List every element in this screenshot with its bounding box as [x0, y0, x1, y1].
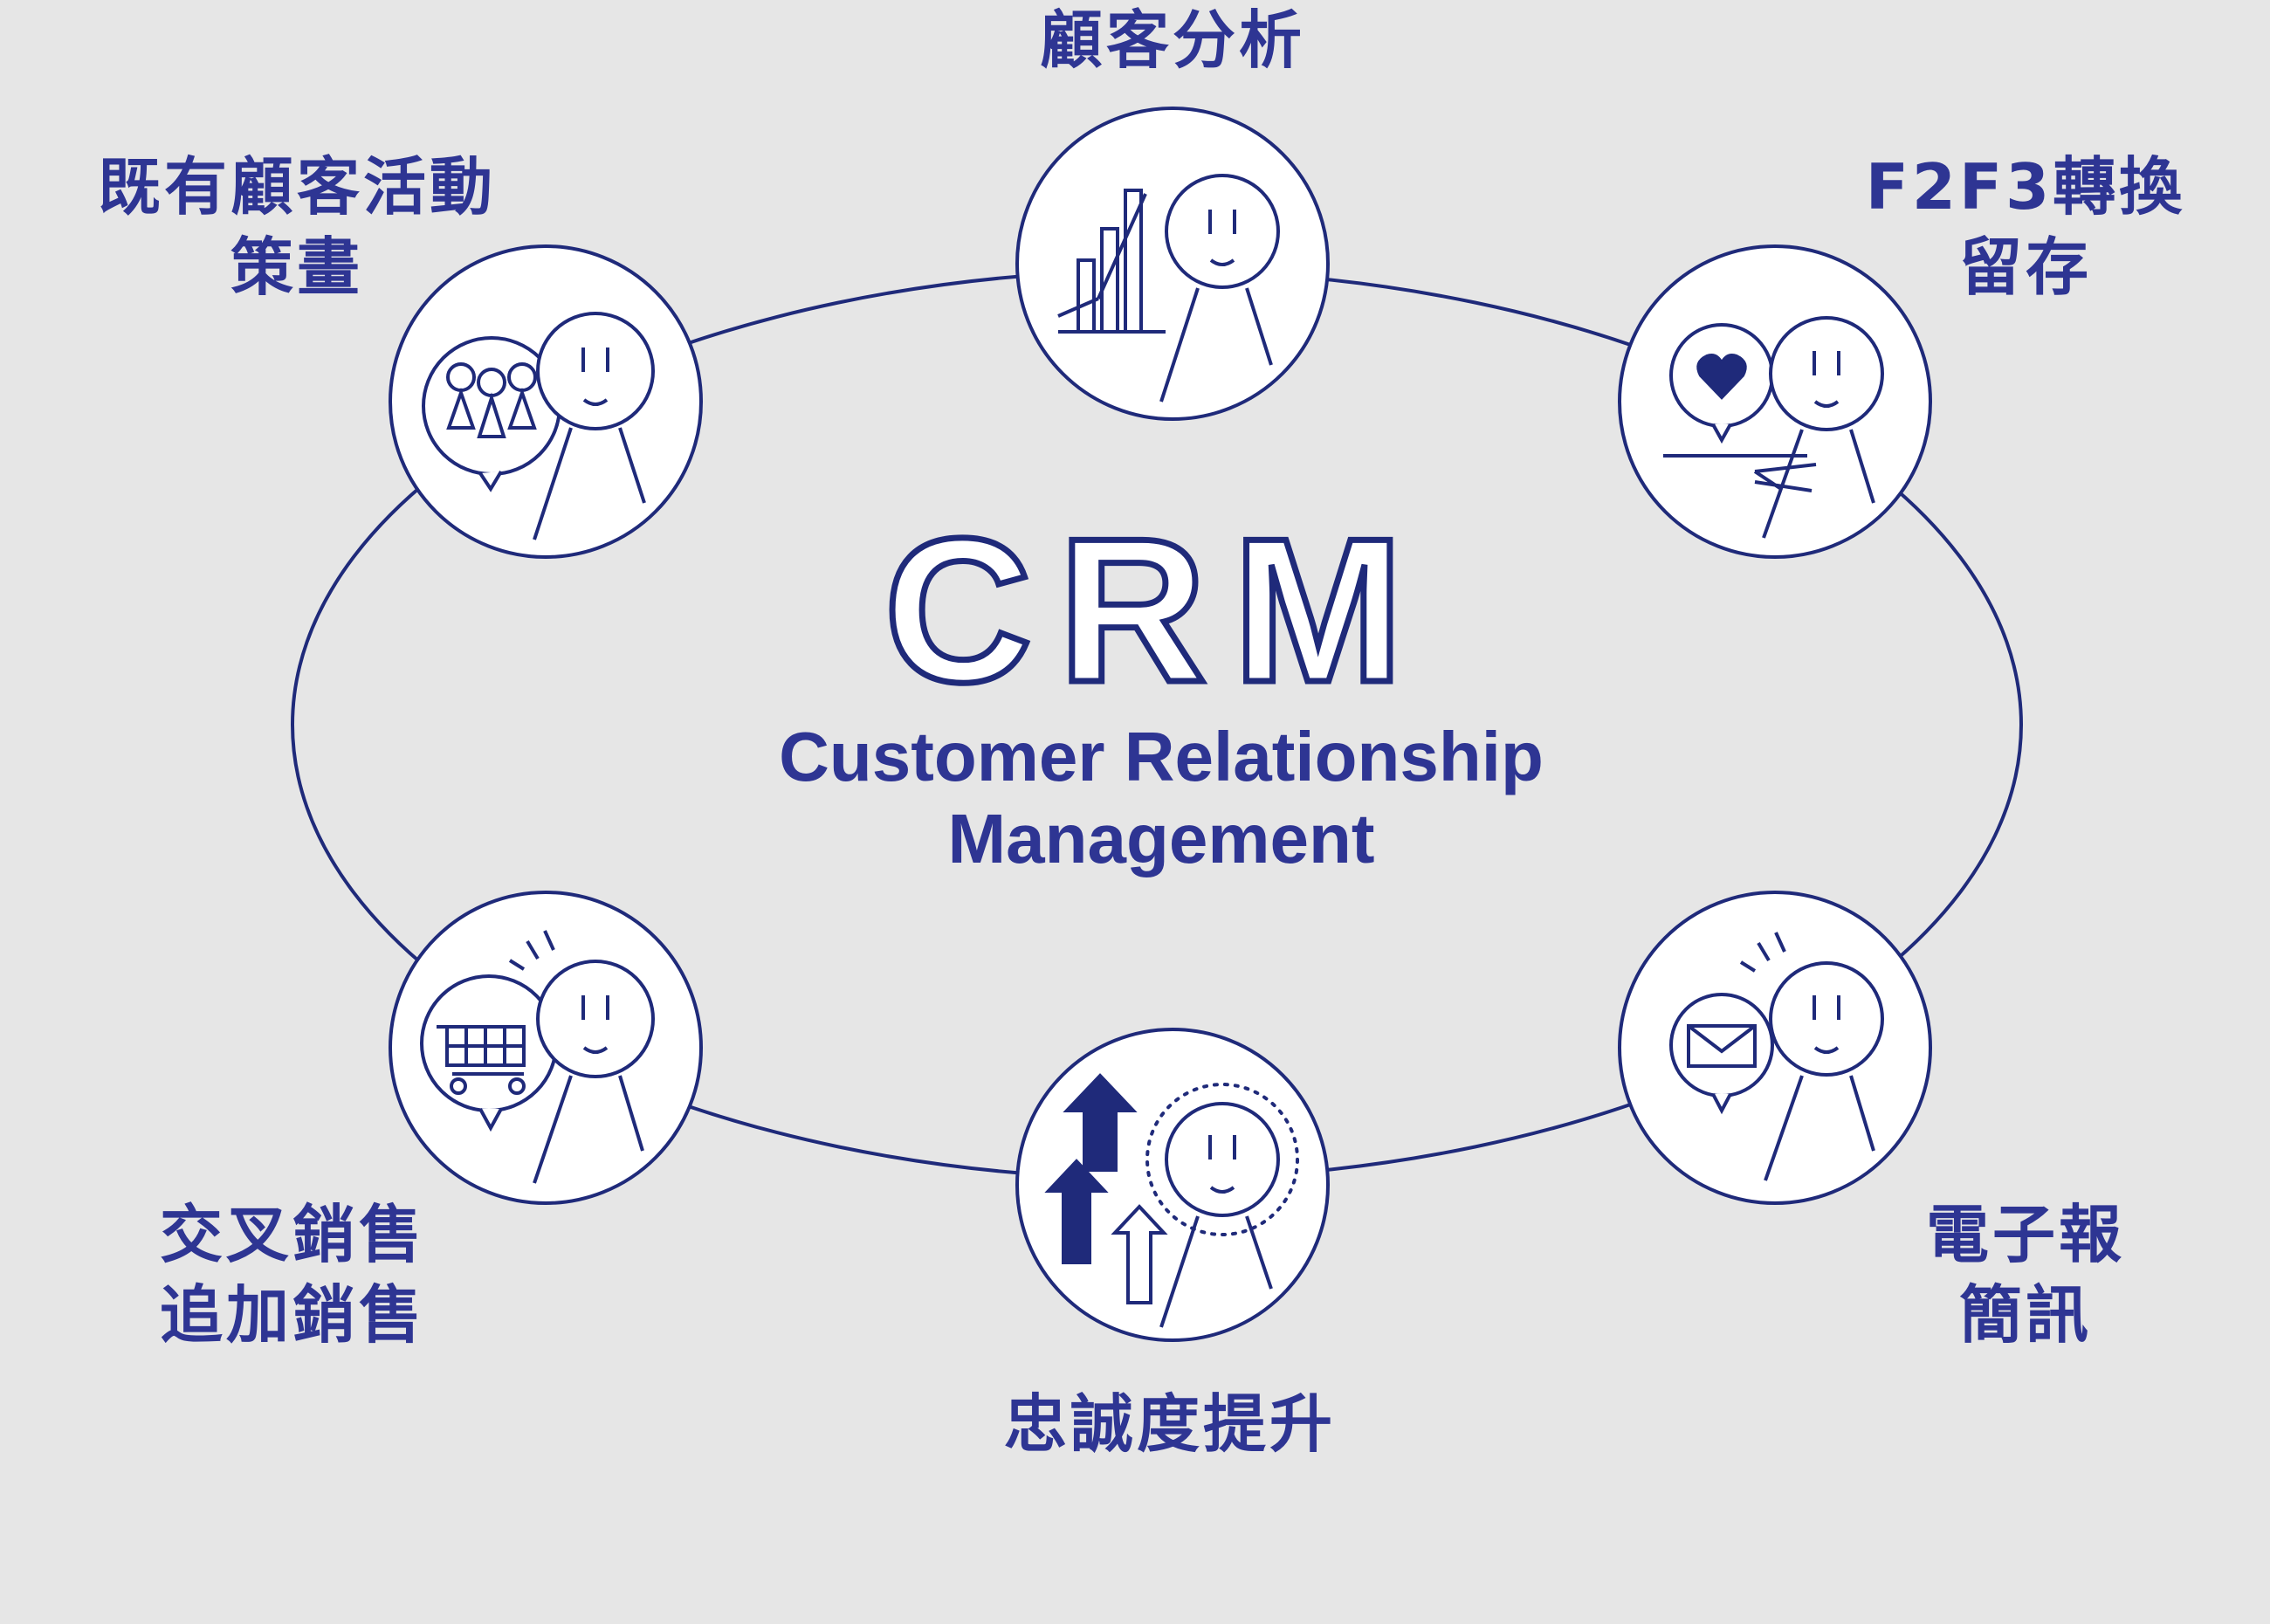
center-title: CRM: [884, 495, 1429, 725]
label-customer-analysis: 顧客分析: [1039, 3, 1305, 77]
label-cross-sell-upsell: 交叉銷售 追加銷售: [159, 1198, 425, 1352]
label-existing-customer-campaign: 既有顧客活動 策畫: [97, 150, 496, 304]
person-figure: [1739, 932, 1884, 1181]
label-newsletter-sms: 電子報 簡訊: [1925, 1198, 2125, 1352]
center-subtitle-line2: Management: [947, 800, 1375, 877]
person-figure: [508, 930, 655, 1184]
bar-chart-icon: [1057, 189, 1166, 334]
person-figure: [1159, 174, 1280, 403]
node-loyalty-improvement: [1015, 1028, 1330, 1342]
label-f2f3-conversion-retention: F2F3轉換 留存: [1865, 150, 2186, 304]
center-subtitle: Customer Relationship Management: [611, 716, 1711, 880]
node-cross-sell-upsell: [389, 891, 703, 1205]
up-arrows-icon: [1044, 1073, 1168, 1304]
node-existing-customer-campaign: [389, 244, 703, 559]
person-figure: [1145, 1083, 1299, 1328]
label-loyalty-improvement: 忠誠度提升: [1003, 1387, 1336, 1461]
node-f2f3-conversion-retention: [1618, 244, 1932, 559]
person-figure: [1663, 316, 1884, 539]
node-newsletter-sms: [1618, 891, 1932, 1205]
node-customer-analysis: [1015, 107, 1330, 421]
center-subtitle-line1: Customer Relationship: [779, 718, 1544, 795]
envelope-icon: [1669, 993, 1774, 1115]
person-figure: [533, 312, 655, 540]
